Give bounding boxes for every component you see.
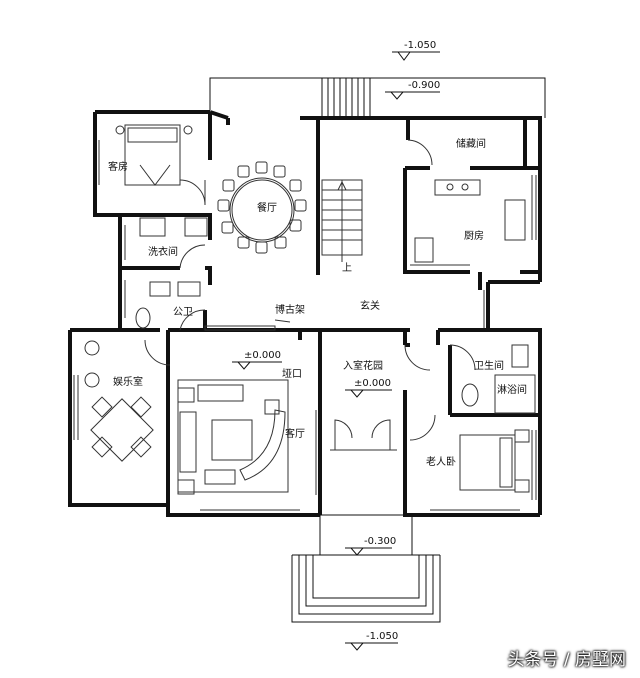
fixtures (73, 124, 537, 511)
walls (68, 110, 542, 517)
stair-up-label: 上 (342, 263, 352, 274)
level-text-living: ±0.000 (244, 350, 282, 361)
level-text-porch: -0.300 (364, 536, 397, 547)
level-text-garden: ±0.000 (354, 378, 392, 389)
room-label-dining: 餐厅 (257, 203, 277, 214)
label-antique-shelf: 博古架 (275, 305, 305, 316)
level-marker-porch (345, 547, 392, 556)
front-steps (291, 514, 441, 623)
room-label-storage: 储藏间 (456, 139, 486, 150)
level-marker-top-inner (385, 91, 440, 100)
level-marker-living (232, 361, 282, 370)
level-marker-top-outer (392, 51, 440, 61)
room-label-laundry: 洗衣间 (148, 247, 178, 258)
room-label-shower: 淋浴间 (497, 385, 527, 396)
room-label-elder-bedroom: 老人卧 (426, 457, 456, 468)
room-label-bathroom: 卫生间 (474, 361, 504, 372)
room-label-living: 客厅 (285, 429, 305, 440)
room-label-entertainment: 娱乐室 (113, 377, 143, 388)
room-label-kitchen: 厨房 (464, 231, 484, 242)
room-label-public-wc: 公卫 (173, 307, 193, 318)
level-text-top-inner: -0.900 (408, 80, 441, 91)
room-label-guest: 客房 (108, 162, 128, 173)
room-label-entry: 玄关 (360, 301, 380, 312)
level-marker-garden (345, 389, 392, 398)
level-text-bottom: -1.050 (366, 631, 399, 642)
level-marker-bottom (345, 642, 398, 651)
rear-terrace (209, 77, 546, 118)
label-entrance-opening: 垭口 (282, 369, 302, 380)
room-label-indoor-garden: 入室花园 (343, 361, 383, 372)
watermark: 头条号 / 房墅网 (507, 650, 626, 670)
level-text-top-outer: -1.050 (404, 40, 437, 51)
